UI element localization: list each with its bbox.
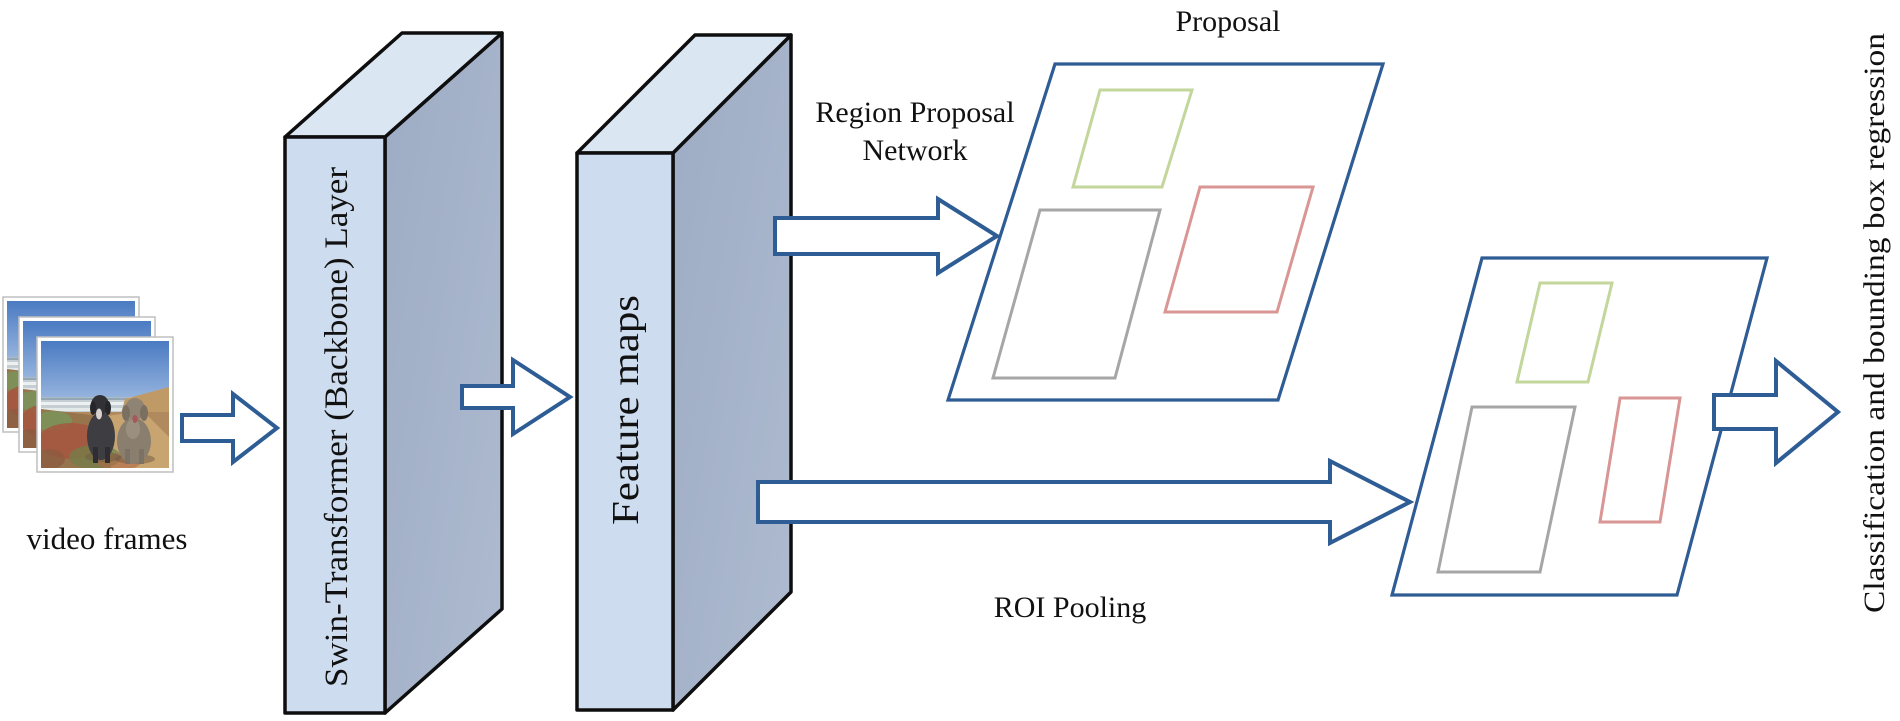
feature-maps-box-label: Feature maps: [605, 295, 647, 525]
proposal-bbox-green: [1071, 88, 1195, 189]
rpn-label-line1: Region Proposal: [815, 96, 1014, 129]
pooled-bbox-red: [1598, 396, 1682, 524]
video-frames-label: video frames: [27, 521, 188, 556]
video-frames-stack: [0, 296, 174, 473]
feature-maps-box-front: [575, 151, 675, 712]
pooled-bbox-green: [1515, 281, 1614, 384]
proposal-panel-sheet: [945, 62, 1386, 402]
video-frame-front: [33, 336, 174, 473]
backbone-box: Swin-Transformer (Backbone) Layer: [283, 31, 504, 715]
backbone-box-side: [383, 31, 504, 715]
feature-maps-box: Feature maps: [575, 33, 793, 712]
arrow-backbone-to-features: [460, 356, 574, 438]
roi-pooling-label: ROI Pooling: [994, 591, 1147, 624]
proposal-bbox-red: [1163, 185, 1315, 314]
pooled-bbox-gray: [1436, 405, 1577, 574]
pooled-features-panel-sheet: [1389, 256, 1770, 597]
output-label: Classification and bounding box regressi…: [1858, 33, 1891, 613]
proposal-panel: [945, 62, 1386, 402]
rpn-label: Region Proposal Network: [815, 96, 1014, 167]
video-frame-front-photo: [33, 341, 169, 470]
arrow-input-to-backbone: [180, 389, 281, 467]
pooled-features-panel: [1389, 256, 1770, 597]
arrow-rpn: [773, 195, 1001, 277]
proposal-title: Proposal: [1176, 5, 1281, 38]
backbone-box-front: [283, 135, 387, 715]
backbone-box-label: Swin-Transformer (Backbone) Layer: [319, 167, 355, 687]
proposal-bbox-gray: [991, 208, 1162, 380]
arrow-roi-pooling: [756, 457, 1415, 547]
arrow-output: [1712, 356, 1842, 468]
rpn-label-line2: Network: [863, 134, 968, 167]
